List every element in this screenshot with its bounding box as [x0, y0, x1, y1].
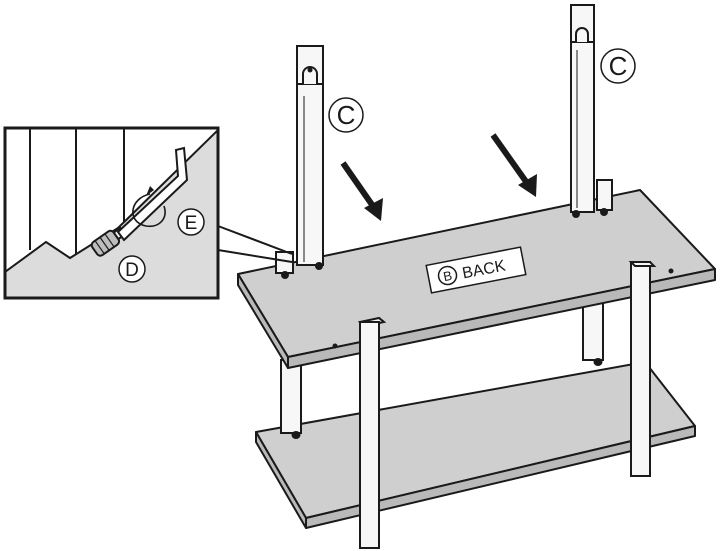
front-right-leg	[628, 261, 657, 477]
upper-leg-right	[570, 4, 595, 218]
detail-inset: E D	[3, 126, 220, 300]
part-c-circle-left	[328, 97, 364, 133]
arrow-left	[340, 161, 378, 214]
callout-pointer	[217, 225, 293, 263]
allen-key-e	[116, 146, 189, 242]
arrow-right	[490, 133, 530, 185]
part-d-circle	[118, 255, 146, 283]
part-c-label-right: C	[609, 51, 628, 81]
connector-right	[596, 179, 613, 211]
rear-legs	[280, 299, 604, 439]
part-c-circle-right	[600, 48, 636, 84]
upper-leg-left	[296, 45, 324, 270]
direction-arrows	[340, 133, 537, 221]
front-legs	[357, 261, 657, 549]
part-e-label: E	[185, 213, 198, 234]
part-b-circle	[437, 265, 458, 286]
part-c-label-left: C	[337, 100, 356, 130]
back-label: B BACK	[425, 246, 527, 294]
rear-left-leg	[280, 359, 302, 434]
part-e-circle	[177, 208, 205, 236]
part-c-callouts: C C	[328, 48, 636, 133]
rear-right-leg	[582, 299, 604, 361]
part-b-label: B	[442, 268, 453, 284]
front-left-leg	[357, 316, 387, 549]
part-d-label: D	[125, 260, 139, 281]
bottom-shelf	[255, 361, 696, 529]
top-shelf-holes	[332, 268, 674, 349]
rotation-arrow	[132, 193, 166, 228]
